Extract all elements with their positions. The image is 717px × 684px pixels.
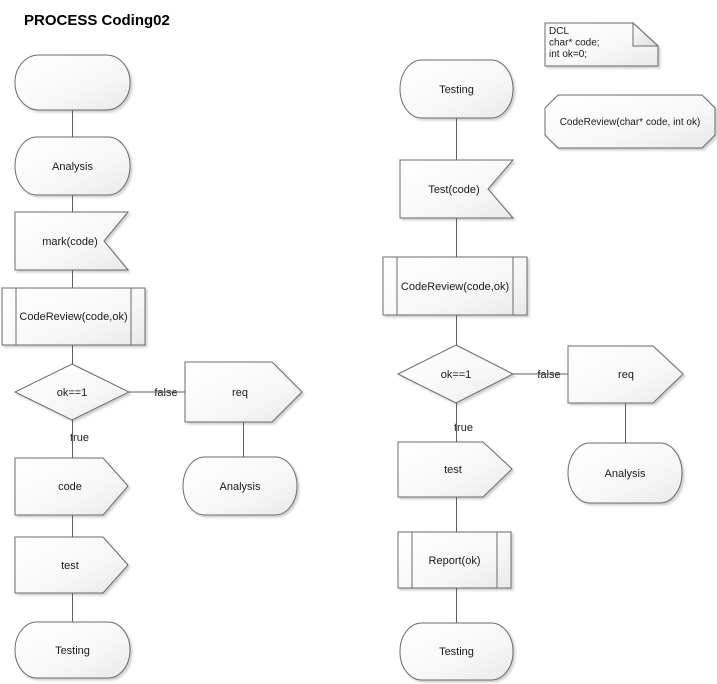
edge-label-false-right: false xyxy=(537,369,560,381)
edge-label-false-left: false xyxy=(154,387,177,399)
node-state-analysis-right-alt: Analysis xyxy=(567,442,683,504)
node-label: code xyxy=(58,481,82,493)
node-label: Analysis xyxy=(605,468,646,480)
procedure-declaration-shape xyxy=(544,94,716,149)
output-signal-shape xyxy=(14,536,129,594)
node-procedure-codereview-right: CodeReview(code,ok) xyxy=(382,256,528,316)
output-signal-shape xyxy=(567,345,684,404)
node-label: test xyxy=(61,560,79,572)
node-label: Testing xyxy=(439,646,474,658)
node-procedure-report: Report(ok) xyxy=(397,531,512,589)
node-label: Report(ok) xyxy=(429,555,481,567)
procedure-shape xyxy=(1,287,146,346)
edge-label-true-right: true xyxy=(454,422,473,434)
page-title: PROCESS Coding02 xyxy=(24,12,170,29)
node-label: Analysis xyxy=(220,481,261,493)
connectors xyxy=(72,110,626,623)
input-signal-shape xyxy=(399,159,515,219)
node-output-req-left: req xyxy=(184,361,303,423)
note-shape xyxy=(544,22,659,67)
note-line: char* code; xyxy=(549,38,600,49)
output-signal-shape xyxy=(184,361,303,423)
terminator-shape xyxy=(14,54,131,111)
node-label: Test(code) xyxy=(428,184,479,196)
node-output-req-right: req xyxy=(567,345,684,404)
node-label: CodeReview(code,ok) xyxy=(19,311,127,323)
procedure-shape xyxy=(397,531,512,589)
node-label: Analysis xyxy=(52,161,93,173)
node-start-terminator xyxy=(14,54,131,111)
note-line: DCL xyxy=(549,26,569,37)
node-decision-right: ok==1 xyxy=(396,344,515,404)
node-label: test xyxy=(444,464,462,476)
node-label: CodeReview(char* code, int ok) xyxy=(560,117,701,128)
node-label: CodeReview(code,ok) xyxy=(401,281,509,293)
input-signal-shape xyxy=(14,211,130,271)
node-procedure-declaration: CodeReview(char* code, int ok) xyxy=(544,94,716,149)
procedure-shape xyxy=(382,256,528,316)
node-label: Testing xyxy=(55,645,90,657)
node-state-analysis-left: Analysis xyxy=(14,136,131,196)
edge-labels: false true false true xyxy=(70,369,561,444)
node-state-testing-left: Testing xyxy=(14,621,131,679)
node-input-testcode: Test(code) xyxy=(399,159,515,219)
node-label: ok==1 xyxy=(441,369,472,381)
node-label: req xyxy=(618,369,634,381)
state-shape xyxy=(182,456,298,516)
note-folded-corner xyxy=(632,21,660,47)
output-signal-shape xyxy=(14,457,129,516)
node-procedure-codereview-left: CodeReview(code,ok) xyxy=(1,287,146,346)
node-input-mark: mark(code) xyxy=(14,211,130,271)
output-signal-shape xyxy=(397,441,513,498)
node-decision-left: ok==1 xyxy=(13,363,131,421)
node-state-analysis-left-alt: Analysis xyxy=(182,456,298,516)
node-state-testing-right-end: Testing xyxy=(399,622,514,681)
note-dcl: DCL char* code; int ok=0; xyxy=(544,21,660,67)
node-state-testing-right-start: Testing xyxy=(399,59,514,119)
node-output-code: code xyxy=(14,457,129,516)
note-line: int ok=0; xyxy=(549,49,587,60)
node-label: mark(code) xyxy=(42,236,98,248)
node-label: Testing xyxy=(439,84,474,96)
node-output-test-right: test xyxy=(397,441,513,498)
node-label: ok==1 xyxy=(57,387,88,399)
node-label: req xyxy=(232,387,248,399)
node-output-test-left: test xyxy=(14,536,129,594)
edge-label-true-left: true xyxy=(70,432,89,444)
